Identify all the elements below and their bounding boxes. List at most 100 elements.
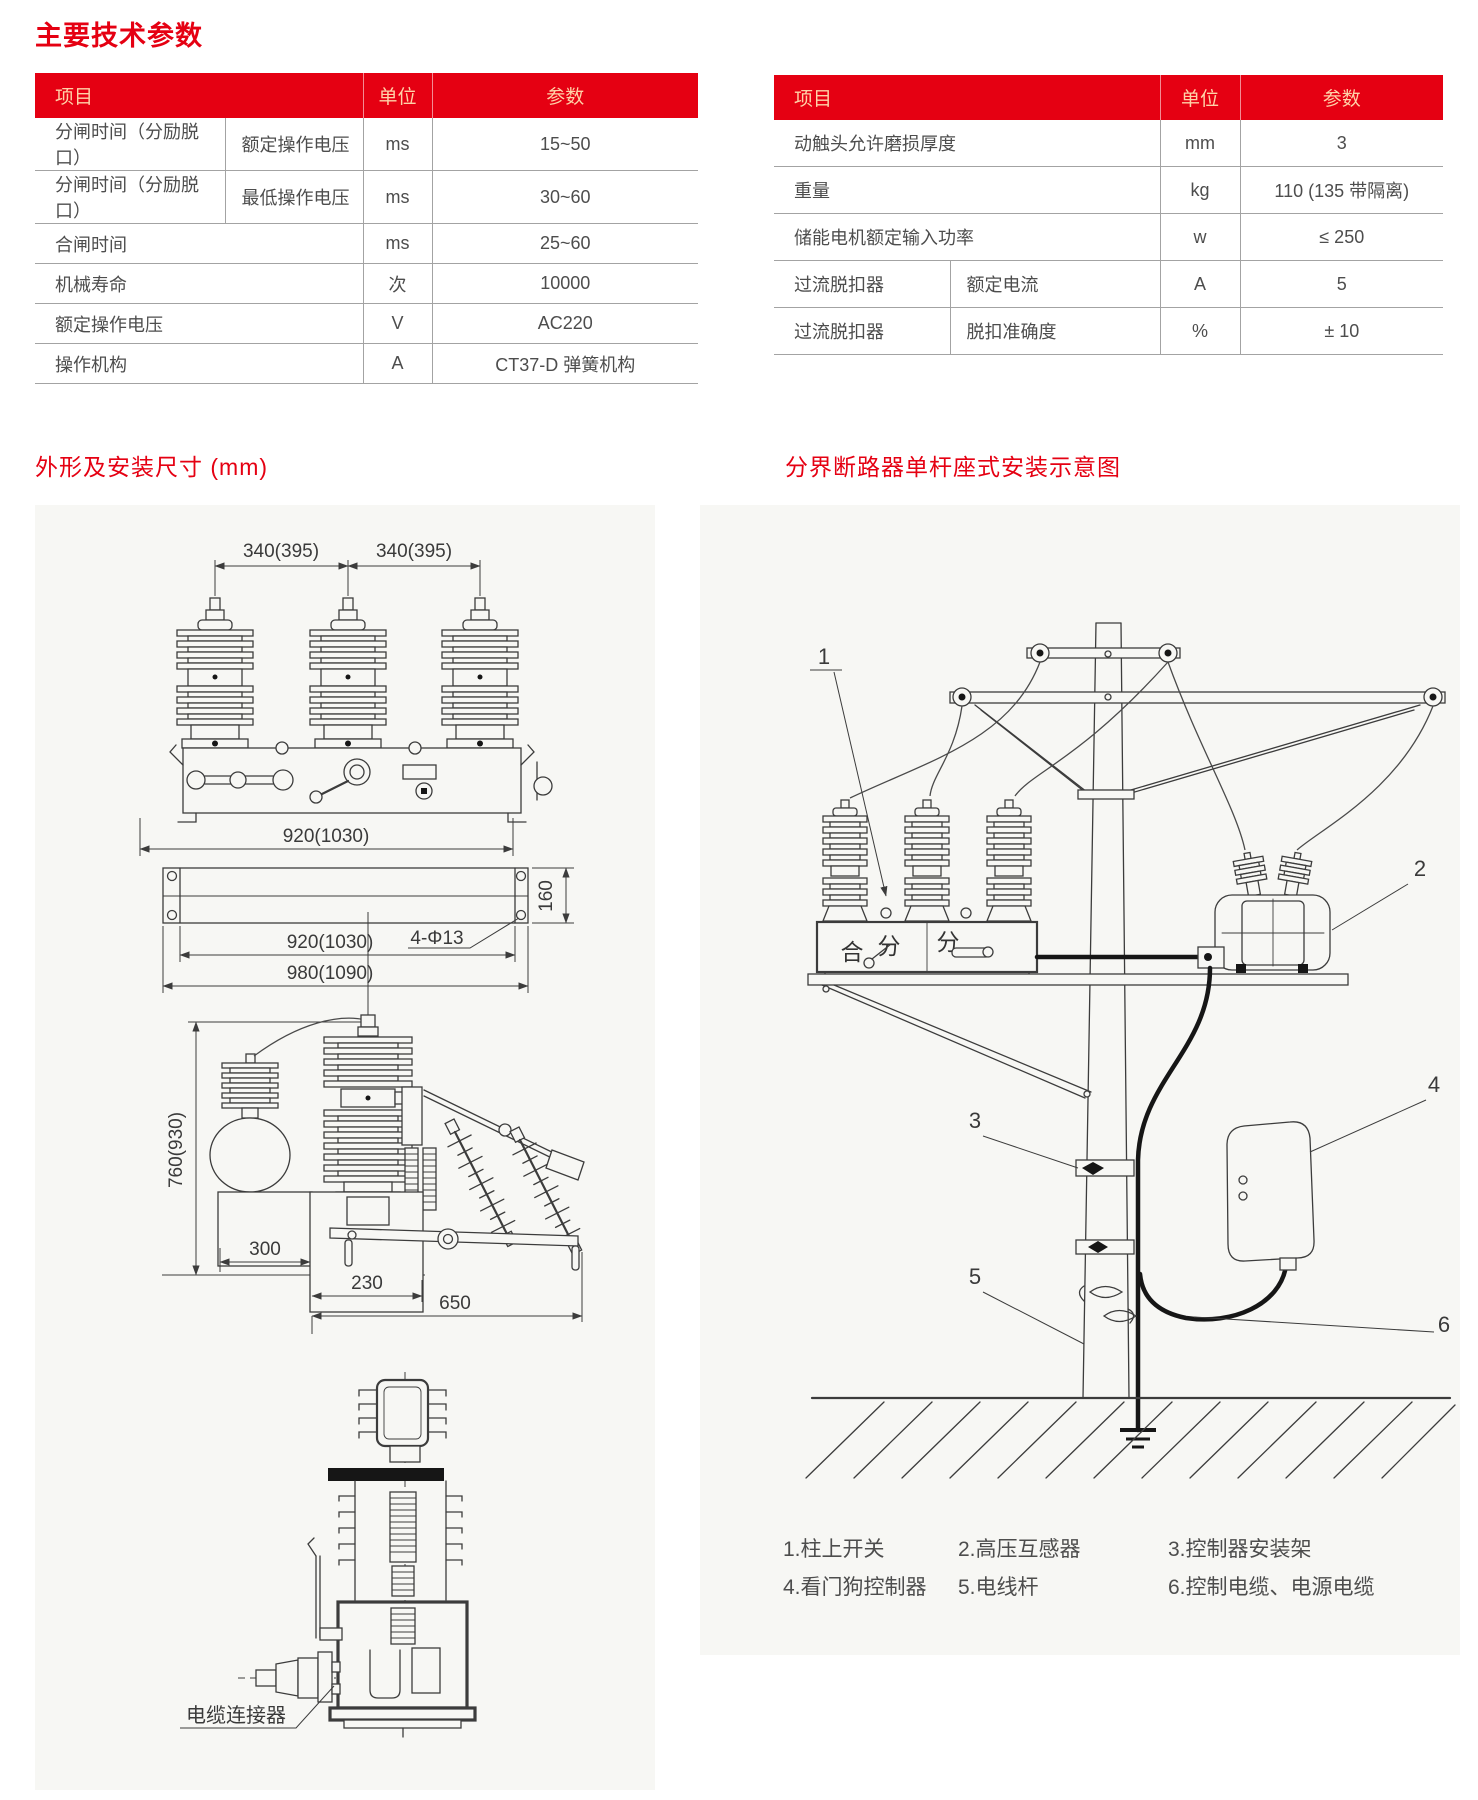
table-header-row: 项目 单位 参数 [774,75,1444,120]
callout-5: 5 [969,1264,981,1289]
cell-subitem: 额定电流 [949,260,1161,308]
cell-unit: A [362,343,433,384]
cell-item: 分闸时间（分励脱口） [35,170,225,224]
table-row: 分闸时间（分励脱口） 最低操作电压 ms 30~60 [35,170,699,224]
dim-340-left: 340(395) [243,541,319,562]
legend-item: 1.柱上开关 [783,1538,885,1561]
cell-item: 储能电机额定输入功率 [774,213,1161,261]
cell-unit: V [362,303,433,344]
shelf-brace [821,984,1092,1099]
cell-param: ≤ 250 [1239,213,1444,261]
table-row: 机械寿命 次 10000 [35,263,699,304]
col-header-unit: 单位 [362,73,433,118]
cell-param: CT37-D 弹簧机构 [431,343,699,384]
dim-holes: 4-Φ13 [410,928,463,949]
cell-unit: 次 [362,263,433,304]
outline-drawing: 340(395) 340(395) [139,541,590,1738]
table-row: 过流脱扣器 额定电流 A 5 [774,260,1444,308]
cell-item: 额定操作电压 [35,303,364,344]
col-header-param: 参数 [431,73,699,118]
col-header-item: 项目 [35,73,364,118]
utility-pole [1082,622,1130,1399]
callouts: 1 2 3 4 5 6 [810,644,1450,1345]
cell-item: 动触头允许磨损厚度 [774,120,1161,167]
table-row: 重量 kg 110 (135 带隔离) [774,166,1444,214]
callout-4: 4 [1428,1072,1440,1097]
callout-6: 6 [1438,1312,1450,1337]
cable-connector-label: 电缆连接器 [186,1704,286,1727]
cell-param: 5 [1239,260,1444,308]
table-row: 储能电机额定输入功率 w ≤ 250 [774,213,1444,261]
cell-unit: mm [1159,120,1241,167]
cell-unit: ms [362,223,433,264]
cell-item: 过流脱扣器 [774,260,950,308]
pole-switch: 合 分 分 [812,799,1042,981]
table-row: 动触头允许磨损厚度 mm 3 [774,120,1444,167]
legend-item: 4.看门狗控制器 [783,1576,927,1599]
cell-unit: w [1159,213,1241,261]
legend-item: 3.控制器安装架 [1168,1538,1312,1561]
dim-920-front: 920(1030) [283,826,370,847]
power-control-cables [1034,946,1289,1449]
callout-2: 2 [1414,856,1426,881]
cell-param: 25~60 [431,223,699,264]
cell-item: 机械寿命 [35,263,364,304]
controller-bracket [1075,1159,1135,1255]
cell-unit: kg [1159,166,1241,214]
section-title-install: 分界断路器单杆座式安装示意图 [785,454,1121,480]
dim-230: 230 [351,1273,383,1294]
cell-subitem: 脱扣准确度 [949,307,1161,355]
table-row: 额定操作电压 V AC220 [35,303,699,344]
side-view: 760(930) [162,912,590,1334]
col-header-param: 参数 [1239,75,1444,120]
pole-grain [1078,1285,1138,1324]
cell-param: AC220 [431,303,699,344]
cell-item: 操作机构 [35,343,364,384]
dim-300: 300 [249,1239,281,1260]
col-header-unit: 单位 [1159,75,1241,120]
watchdog-controller [1226,1121,1315,1271]
cell-param: ± 10 [1239,307,1444,355]
plan-view: 160 920(1030) 4-Φ13 980(1090) [162,867,574,993]
dim-760: 760(930) [166,1112,187,1188]
switch-label-close: 合 [841,939,864,965]
table-row: 操作机构 A CT37-D 弹簧机构 [35,343,699,384]
cell-unit: A [1159,260,1241,308]
parameters-table-right: 项目 单位 参数 动触头允许磨损厚度 mm 3 重量 kg 110 (135 带… [774,75,1444,355]
parameters-table-left: 项目 单位 参数 分闸时间（分励脱口） 额定操作电压 ms 15~50 分闸时间… [35,73,699,384]
cell-unit: ms [362,170,433,224]
cell-item: 过流脱扣器 [774,307,950,355]
technical-drawings: 340(395) 340(395) [35,505,1460,1790]
jumper-wires [849,661,1434,851]
cell-unit: ms [362,118,433,171]
callout-1: 1 [818,644,830,669]
cell-param: 110 (135 带隔离) [1239,166,1444,214]
page-title: 主要技术参数 [35,21,203,51]
cell-param: 10000 [431,263,699,304]
cell-item: 分闸时间（分励脱口） [35,118,225,171]
diagram-legend: 1.柱上开关 2.高压互感器 3.控制器安装架 4.看门狗控制器 5.电线杆 6… [783,1538,1375,1599]
section-view: 电缆连接器 [180,1372,477,1738]
cell-param: 3 [1239,120,1444,167]
ground-hatching [805,1396,1456,1479]
table-row: 合闸时间 ms 25~60 [35,223,699,264]
cell-param: 30~60 [431,170,699,224]
front-view: 340(395) 340(395) [139,541,553,856]
dim-160: 160 [536,880,557,912]
cell-subitem: 额定操作电压 [224,118,364,171]
cell-param: 15~50 [431,118,699,171]
cell-unit: % [1159,307,1241,355]
cell-subitem: 最低操作电压 [224,170,364,224]
install-diagram: 合 分 分 [783,622,1456,1599]
ground-symbol [1120,1428,1156,1449]
legend-item: 5.电线杆 [958,1576,1039,1599]
table-row: 分闸时间（分励脱口） 额定操作电压 ms 15~50 [35,118,699,171]
dim-980: 980(1090) [287,963,374,984]
dim-920-plan: 920(1030) [287,932,374,953]
dim-340-right: 340(395) [376,541,452,562]
dim-650: 650 [439,1293,471,1314]
legend-item: 2.高压互感器 [958,1538,1081,1561]
table-row: 过流脱扣器 脱扣准确度 % ± 10 [774,307,1444,355]
table-header-row: 项目 单位 参数 [35,73,699,118]
crossarms [949,643,1446,800]
